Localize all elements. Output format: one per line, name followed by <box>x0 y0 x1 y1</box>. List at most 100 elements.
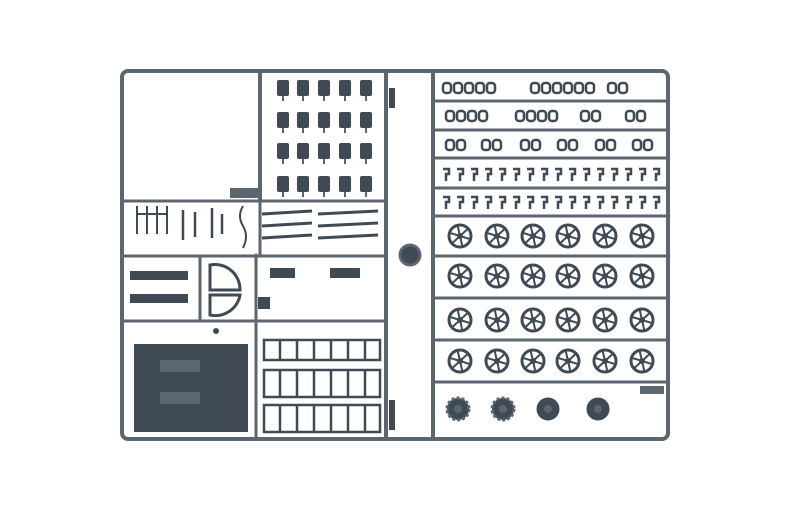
wheel-rim <box>447 263 473 289</box>
road-wheel <box>484 348 510 374</box>
wheel-spoke <box>487 357 498 362</box>
road-wheel <box>484 263 510 289</box>
long-bar-part <box>130 271 188 280</box>
c-clip-part <box>551 81 563 95</box>
c-clip-part <box>540 81 552 95</box>
c-clip-part <box>441 81 453 95</box>
wheel-spoke <box>459 360 464 371</box>
road-wheel <box>592 263 618 289</box>
wheel-hub <box>594 405 602 413</box>
road-wheel <box>592 307 618 333</box>
small-block-part <box>277 80 289 96</box>
curved-panel-part <box>208 263 242 318</box>
wheel-rim <box>484 348 510 374</box>
wheel-spoke <box>451 319 461 328</box>
rifle-part <box>261 221 313 228</box>
wheel-spoke <box>604 275 609 286</box>
wheel-spoke <box>450 272 461 277</box>
c-clip-part <box>642 138 654 152</box>
road-wheel <box>520 223 546 249</box>
small-hook-part <box>499 167 507 181</box>
wheel-spoke <box>529 266 534 277</box>
wheel-spoke <box>524 360 534 369</box>
rod-part <box>181 208 224 240</box>
wheel-spoke <box>633 235 643 244</box>
wheel-spoke <box>564 226 569 237</box>
side-tab <box>389 88 395 108</box>
wheel-spoke <box>641 319 646 330</box>
wheel-spoke <box>496 228 506 237</box>
small-hook-part <box>485 195 493 209</box>
road-wheel <box>447 307 473 333</box>
wheel-spoke <box>456 310 461 321</box>
wheel-spoke <box>641 268 651 277</box>
wheel-rim <box>629 348 655 374</box>
road-wheel <box>555 348 581 374</box>
wheel-spoke <box>488 275 498 284</box>
wheel-spoke <box>456 266 461 277</box>
wheel-spoke <box>632 232 643 237</box>
wheel-spoke <box>638 226 643 237</box>
wheel-spoke <box>604 319 615 324</box>
sprue-hub <box>398 243 422 267</box>
wheel-spoke <box>632 272 643 277</box>
wheel-spoke <box>641 235 646 246</box>
wheel-spoke <box>641 319 652 324</box>
c-clip-part <box>536 109 548 123</box>
road-wheel <box>629 307 655 333</box>
wheel-spoke <box>451 235 461 244</box>
wheel-spoke <box>488 235 498 244</box>
c-clip-part <box>491 138 503 152</box>
wheel-rim <box>592 223 618 249</box>
wheel-spoke <box>524 275 534 284</box>
wheel-spoke <box>493 310 498 321</box>
wheel-spoke <box>459 268 469 277</box>
wheel-spoke <box>532 360 543 365</box>
wheel-spoke <box>496 353 506 362</box>
wheel-spoke <box>638 266 643 277</box>
wheel-spoke <box>638 310 643 321</box>
wheel-rim <box>520 263 546 289</box>
small-hook-part <box>653 195 661 209</box>
wheel-spoke <box>558 232 569 237</box>
wheel-spoke <box>641 275 646 286</box>
wheel-spoke <box>488 360 498 369</box>
wheel-spoke <box>496 275 507 280</box>
road-wheel <box>592 348 618 374</box>
wheel-spoke <box>601 351 606 362</box>
wheel-spoke <box>567 360 578 365</box>
wheel-hub <box>544 405 552 413</box>
wheel-spoke <box>456 226 461 237</box>
small-hook-part <box>639 167 647 181</box>
road-wheel <box>629 348 655 374</box>
road-wheel <box>629 263 655 289</box>
wheel-spoke <box>487 232 498 237</box>
wheel-spoke <box>532 360 537 371</box>
wheel-spoke <box>496 319 507 324</box>
c-clip-part <box>444 138 456 152</box>
wheel-spoke <box>641 353 651 362</box>
side-tab <box>389 400 395 430</box>
wheel-spoke <box>487 272 498 277</box>
small-hook-part <box>555 195 563 209</box>
rifle-part <box>261 209 313 216</box>
wheel-spoke <box>459 235 470 240</box>
wheel-spoke <box>641 360 652 365</box>
c-clip-part <box>477 109 489 123</box>
wheel-rim <box>520 223 546 249</box>
c-clip-part <box>452 81 464 95</box>
small-block-part <box>277 112 289 128</box>
road-wheel <box>555 307 581 333</box>
c-clip-part <box>624 109 636 123</box>
c-clip-part <box>474 81 486 95</box>
wheel-rim <box>629 263 655 289</box>
road-wheel <box>520 263 546 289</box>
box-part <box>330 268 360 278</box>
wheel-rim <box>484 223 510 249</box>
wheel-spoke <box>450 232 461 237</box>
small-block-part <box>339 176 351 192</box>
wheel-spoke <box>564 266 569 277</box>
wheel-spoke <box>596 360 606 369</box>
wheel-spoke <box>459 353 469 362</box>
wheel-spoke <box>532 353 542 362</box>
